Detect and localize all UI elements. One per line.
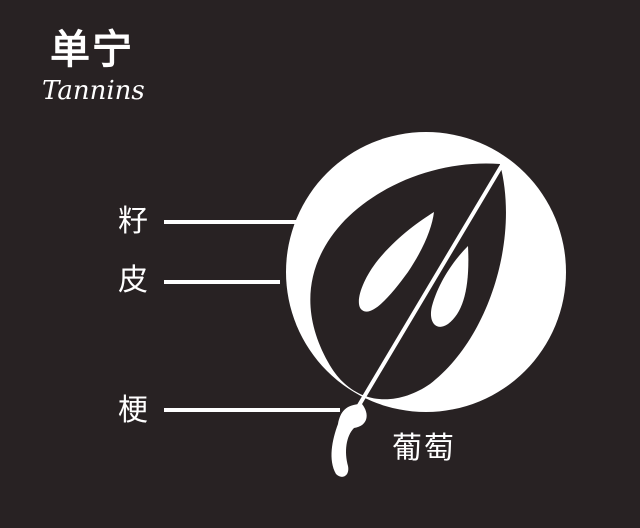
title-english: Tannins [42, 76, 145, 106]
grape-body [310, 163, 506, 400]
label-skin: 皮 [118, 263, 148, 298]
label-stem: 梗 [118, 393, 148, 428]
label-grape: 葡萄 [392, 431, 456, 466]
label-seed: 籽 [118, 204, 148, 239]
seed-left [358, 212, 434, 312]
stem-shape [331, 404, 367, 477]
title-chinese: 单宁 [50, 27, 134, 73]
cut-line [353, 158, 507, 414]
seed-right [430, 246, 469, 327]
